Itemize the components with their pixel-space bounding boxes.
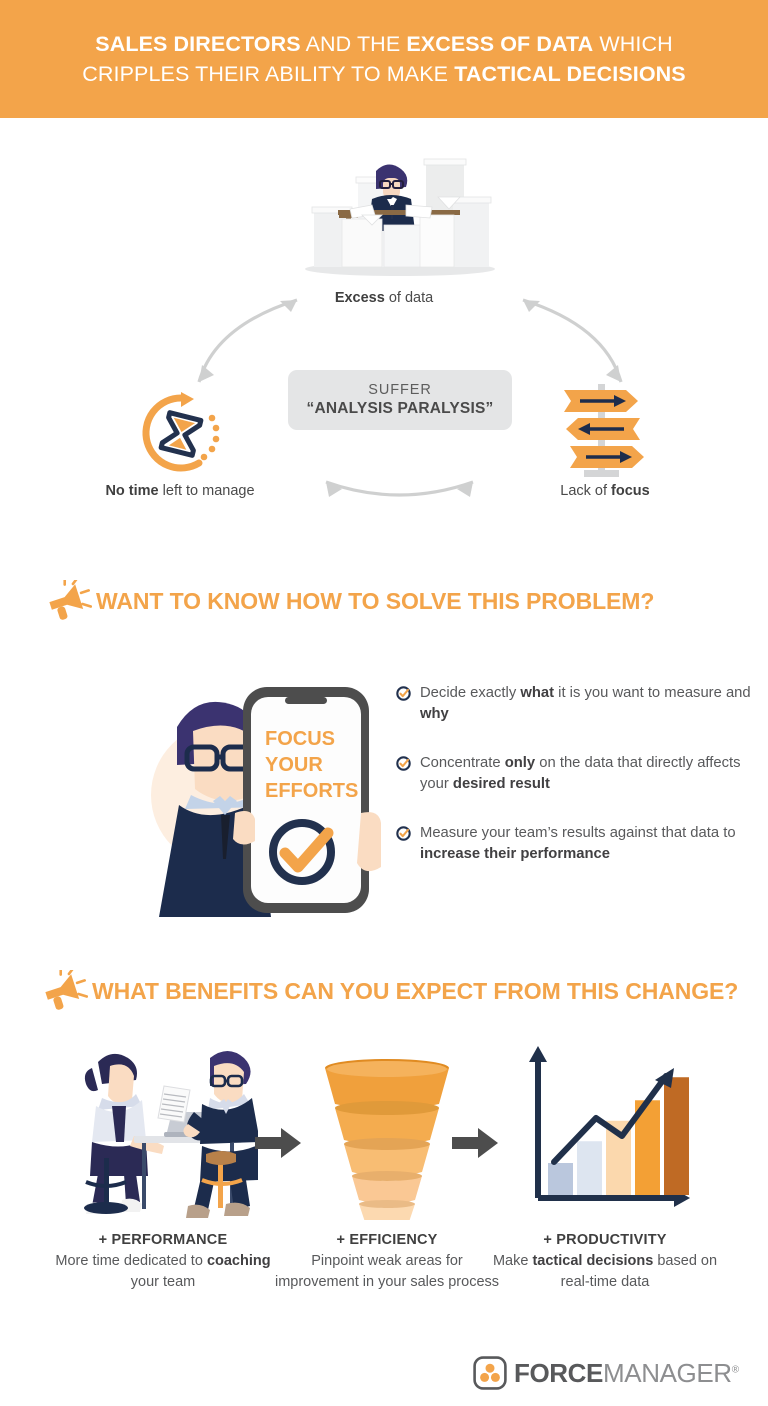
cycle-label-focus-bold: focus <box>611 483 650 499</box>
solution-bullet-list: Decide exactly what it is you want to me… <box>396 683 756 865</box>
section-heading-solve-problem-text: WANT TO KNOW HOW TO SOLVE THIS PROBLEM? <box>96 587 655 614</box>
analysis-paralysis-box: SUFFER “ANALYSIS PARALYSIS” <box>288 370 512 430</box>
section-heading-benefits-text: WHAT BENEFITS CAN YOU EXPECT FROM THIS C… <box>92 977 739 1004</box>
header-banner: SALES DIRECTORS AND THE EXCESS OF DATA W… <box>0 0 768 118</box>
list-item: Decide exactly what it is you want to me… <box>396 683 756 725</box>
chart-bar <box>664 1077 689 1195</box>
two-people-meeting-coaching-illustration <box>48 1040 278 1220</box>
forcemanager-logo: FORCEMANAGER® <box>473 1356 739 1390</box>
hourglass-clock-icon <box>136 390 226 476</box>
svg-text:YOUR: YOUR <box>265 754 323 776</box>
bullet-text: Measure your team’s results against that… <box>420 825 736 862</box>
megaphone-icon <box>49 580 92 620</box>
chart-bar <box>548 1163 573 1195</box>
cycle-label-excess-bold: Excess <box>334 290 385 306</box>
right-arrow-icon <box>255 1128 301 1158</box>
check-circle-bullet-icon <box>396 756 411 771</box>
benefit-description: More time dedicated to coaching your tea… <box>55 1253 271 1290</box>
page-title: SALES DIRECTORS AND THE EXCESS OF DATA W… <box>82 32 686 86</box>
cycle-label-lack-of-focus: Lack of focus <box>480 483 730 499</box>
problem-cycle-diagram: Excess of data <box>0 118 768 548</box>
benefit-column-productivity: + PRODUCTIVITY Make tactical decisions b… <box>490 1040 720 1293</box>
cycle-arrow-bottom <box>325 480 474 497</box>
check-circle-bullet-icon <box>396 826 411 841</box>
section-heading-solve-problem: WANT TO KNOW HOW TO SOLVE THIS PROBLEM? <box>46 580 654 622</box>
businessman-holding-phone-illustration: FOCUS YOUR EFFORTS <box>135 665 385 925</box>
analysis-paralysis-line1: SUFFER <box>368 382 432 398</box>
solution-block: FOCUS YOUR EFFORTS Decide exactly what i… <box>0 655 768 935</box>
cycle-arrow-top-left <box>197 298 298 383</box>
cycle-label-focus-prefix: Lack of <box>560 483 612 499</box>
three-dots-rounded-square-icon <box>473 1356 507 1390</box>
bullet-text: Concentrate only on the data that direct… <box>420 755 741 792</box>
benefit-description: Pinpoint weak areas for improvement in y… <box>274 1253 500 1290</box>
svg-text:EFFORTS: EFFORTS <box>265 780 358 802</box>
benefit-description: Make tactical decisions based on real-ti… <box>492 1253 718 1290</box>
logo-force: FORCE <box>514 1358 604 1388</box>
list-item: Concentrate only on the data that direct… <box>396 753 756 795</box>
cycle-label-no-time: No time left to manage <box>50 483 310 499</box>
list-item: Measure your team’s results against that… <box>396 823 756 865</box>
benefit-title: + EFFICIENCY <box>336 1232 438 1248</box>
benefit-column-performance: + PERFORMANCE More time dedicated to coa… <box>48 1040 278 1293</box>
svg-text:FOCUS: FOCUS <box>265 728 335 750</box>
cycle-label-no-time-bold: No time <box>105 483 159 499</box>
cycle-label-excess-of-data: Excess of data <box>0 290 768 306</box>
megaphone-icon <box>45 970 88 1010</box>
growth-bar-chart-illustration <box>490 1040 720 1220</box>
benefit-column-efficiency: + EFFICIENCY Pinpoint weak areas for imp… <box>272 1040 502 1293</box>
cycle-arrow-top-right <box>522 298 623 383</box>
signpost-arrows-icon <box>556 376 648 482</box>
section-heading-benefits: WHAT BENEFITS CAN YOU EXPECT FROM THIS C… <box>42 970 738 1012</box>
right-arrow-icon <box>452 1128 498 1158</box>
logo-registered-mark: ® <box>731 1364 739 1376</box>
benefit-title: + PERFORMANCE <box>98 1232 228 1248</box>
logo-wordmark: FORCEMANAGER® <box>514 1360 739 1386</box>
chart-bar <box>577 1141 602 1195</box>
analysis-paralysis-line2: “ANALYSIS PARALYSIS” <box>306 400 494 417</box>
footer: FORCEMANAGER® <box>0 1352 768 1406</box>
benefits-block: + PERFORMANCE More time dedicated to coa… <box>0 1040 768 1340</box>
logo-manager: MANAGER <box>603 1358 732 1388</box>
benefit-title: + PRODUCTIVITY <box>543 1232 667 1248</box>
cycle-label-no-time-rest: left to manage <box>158 483 255 499</box>
bullet-text: Decide exactly what it is you want to me… <box>420 685 751 722</box>
cycle-label-excess-rest: of data <box>384 290 434 306</box>
check-circle-bullet-icon <box>396 686 411 701</box>
sales-funnel-illustration <box>272 1040 502 1220</box>
paper-stacks-businessman-illustration <box>298 153 503 278</box>
